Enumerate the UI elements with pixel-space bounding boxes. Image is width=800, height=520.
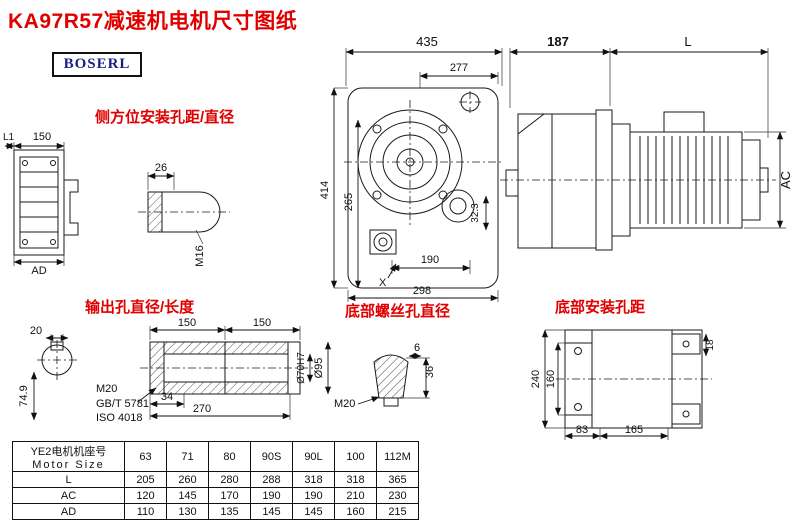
table-row-L: L 205 260 280 288 318 318 365 [12,471,419,488]
table-row-AD: AD 110 130 135 145 145 160 215 [12,503,419,520]
table-header-size-100: 100 [334,441,377,472]
gear-housing-outline [347,87,499,289]
gearmotor-side-view: 187 L AC [500,34,793,251]
table-cell: 280 [208,471,251,488]
table-cell: 215 [376,503,419,520]
dim-435: 435 [416,34,438,49]
brand-logo-text: BOSERL [63,56,131,72]
table-cell: 260 [166,471,209,488]
dim-34: 34 [161,391,173,403]
table-cell: 288 [250,471,293,488]
dim-70H7: Ø70H7 [296,352,307,384]
dim-83: 83 [576,424,588,436]
dim-26: 26 [155,162,167,174]
table-cell: 318 [334,471,377,488]
dim-6: 6 [414,342,420,354]
table-header-size-90L: 90L [292,441,335,472]
table-cell: 318 [292,471,335,488]
table-cell: 170 [208,487,251,504]
dim-240: 240 [530,370,542,388]
bottom-screw-view: 6 36 M20 [334,342,436,410]
dim-L1: L1 [3,132,15,143]
label-side-mount-holes: 侧方位安装孔距/直径 [95,109,235,126]
gearbox-front-view: 435 277 414 265 32.3 190 [319,34,503,302]
table-cell: 120 [124,487,167,504]
table-cell: 365 [376,471,419,488]
dim-AC: AC [778,171,793,189]
row-label-L: L [12,471,125,488]
row-label-AC: AC [12,487,125,504]
table-cell: 130 [166,503,209,520]
dim-18: 18 [705,339,716,351]
brand-logo: BOSERL [52,52,142,77]
table-header-en: Motor Size [32,458,105,471]
dim-AD: AD [31,265,46,277]
dim-160: 160 [545,370,557,388]
dim-L: L [684,34,691,49]
label-bottom-mount: 底部安装孔距 [555,299,646,316]
flange-outline [13,149,65,256]
dim-187: 187 [547,34,569,49]
bottom-plate-outline [564,329,703,429]
motor-flange-view: L1 150 AD [3,131,79,277]
dim-32-3: 32.3 [470,203,481,223]
table-cell: 145 [250,503,293,520]
dim-M16: M16 [194,245,206,266]
label-output-hole: 输出孔直径/长度 [85,299,195,316]
dim-190: 190 [421,254,439,266]
dim-265: 265 [343,193,355,211]
table-cell: 230 [376,487,419,504]
bottom-mount-view: 240 160 83 165 18 [530,329,716,440]
dim-150-flange: 150 [33,131,51,143]
table-cell: 210 [334,487,377,504]
table-cell: 135 [208,503,251,520]
dim-36: 36 [424,366,436,378]
output-shaft-view: 20 74.9 150 150 M20 GB/T 5781 ISO 4018 [18,317,332,424]
dim-X: X [379,277,387,289]
dim-277: 277 [450,62,468,74]
stub-outline [147,191,221,233]
table-cell: 145 [166,487,209,504]
std-gb: GB/T 5781 [96,398,149,410]
table-header-size-90S: 90S [250,441,293,472]
table-row-AC: AC 120 145 170 190 190 210 230 [12,487,419,504]
mount-bracket [64,179,79,236]
table-cell: 190 [250,487,293,504]
std-iso: ISO 4018 [96,412,142,424]
dim-74-9: 74.9 [18,385,30,406]
table-header-size-112M: 112M [376,441,419,472]
output-shaft-stub [505,169,519,197]
dim-150-a: 150 [178,317,196,329]
dim-95: Ø95 [313,358,325,379]
dim-298: 298 [413,285,431,297]
gearbox-profile [517,113,597,249]
table-header-cn: YE2电机机座号 [30,445,107,458]
motor-size-table: YE2电机机座号 Motor Size 63 71 80 90S 90L 100… [12,441,419,520]
dim-270: 270 [193,403,211,415]
bolt-head [373,354,409,399]
table-header-motor-size: YE2电机机座号 Motor Size [12,441,125,472]
dim-414: 414 [319,181,331,199]
dim-M20-output: M20 [96,383,117,395]
page-title: KA97R57减速机电机尺寸图纸 [8,10,298,33]
table-cell: 145 [292,503,335,520]
table-cell: 160 [334,503,377,520]
dim-165: 165 [625,424,643,436]
label-bottom-screw: 底部螺丝孔直径 [345,303,451,320]
table-cell: 190 [292,487,335,504]
table-header-size-71: 71 [166,441,209,472]
terminal-box [663,111,705,133]
dim-20: 20 [30,325,42,337]
table-cell: 110 [124,503,167,520]
table-cell: 205 [124,471,167,488]
dim-150-b: 150 [253,317,271,329]
table-header-size-80: 80 [208,441,251,472]
table-header-size-63: 63 [124,441,167,472]
dim-M20-bolt: M20 [334,398,355,410]
side-shaft-stub-view: 26 M16 [138,162,230,267]
row-label-AD: AD [12,503,125,520]
